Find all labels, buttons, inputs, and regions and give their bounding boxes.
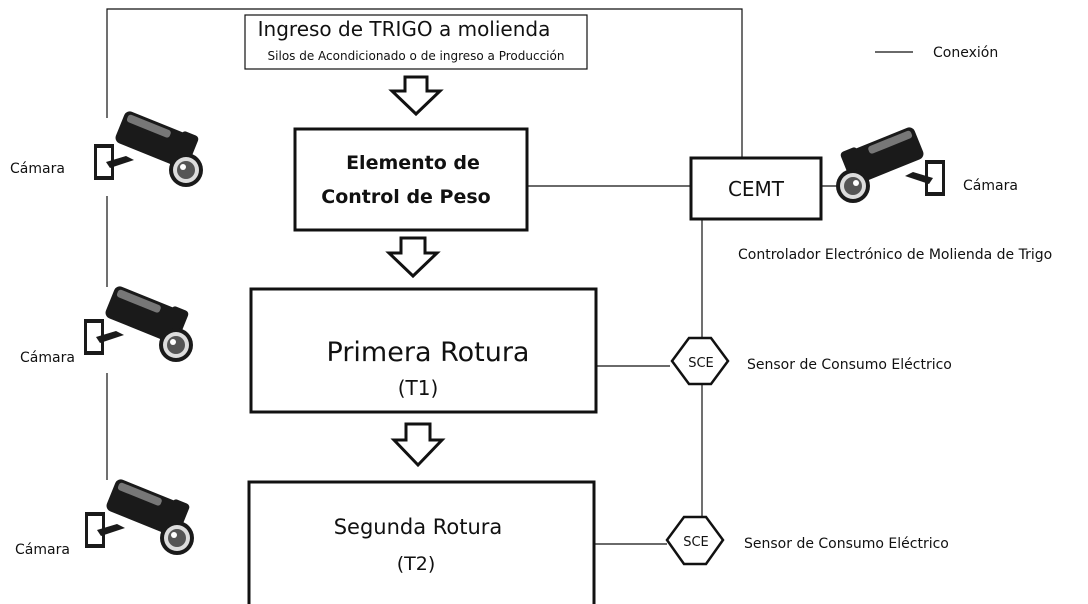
input-title: Ingreso de TRIGO a molienda [258, 17, 551, 41]
camera-1-label: Cámara [10, 161, 65, 177]
sensor-sce-2: SCE Sensor de Consumo Eléctrico [665, 515, 949, 566]
down-arrow-3 [390, 422, 446, 468]
sensor-2-abbr: SCE [683, 535, 709, 550]
sensor-sce-1: SCE Sensor de Consumo Eléctrico [670, 336, 952, 386]
weight-control-line1: Elemento de [346, 152, 480, 174]
sensor-1-label: Sensor de Consumo Eléctrico [747, 357, 952, 373]
down-arrow-2 [385, 236, 441, 279]
connection-camera1-to-cemt [106, 8, 743, 158]
weight-control-block: Elemento de Control de Peso [293, 127, 529, 232]
camera-1-icon [94, 107, 203, 187]
second-break-code: (T2) [397, 553, 436, 575]
camera-4-icon [836, 123, 945, 203]
cemt-controller: CEMT Controlador Electrónico de Molienda… [689, 156, 1052, 263]
cemt-full-name: Controlador Electrónico de Molienda de T… [738, 247, 1052, 263]
camera-3-label: Cámara [15, 542, 70, 558]
sensor-1-abbr: SCE [688, 356, 714, 371]
flow-arrows [385, 75, 446, 468]
input-subtitle: Silos de Acondicionado o de ingreso a Pr… [268, 49, 565, 63]
second-break-block: Segunda Rotura (T2) [247, 480, 596, 604]
down-arrow-1 [388, 75, 444, 117]
camera-2-label: Cámara [20, 350, 75, 366]
sensor-2-label: Sensor de Consumo Eléctrico [744, 536, 949, 552]
cemt-abbr: CEMT [728, 177, 785, 201]
connection-lines [106, 8, 913, 545]
first-break-code: (T1) [398, 376, 439, 400]
first-break-block: Primera Rotura (T1) [249, 287, 598, 414]
camera-4-label: Cámara [963, 178, 1018, 194]
camera-3-icon [85, 475, 194, 555]
second-break-title: Segunda Rotura [334, 515, 503, 539]
input-header: Ingreso de TRIGO a molienda Silos de Aco… [244, 14, 588, 70]
camera-2-icon [84, 282, 193, 362]
first-break-title: Primera Rotura [327, 337, 530, 368]
weight-control-line2: Control de Peso [321, 186, 490, 208]
legend-label: Conexión [933, 45, 998, 61]
